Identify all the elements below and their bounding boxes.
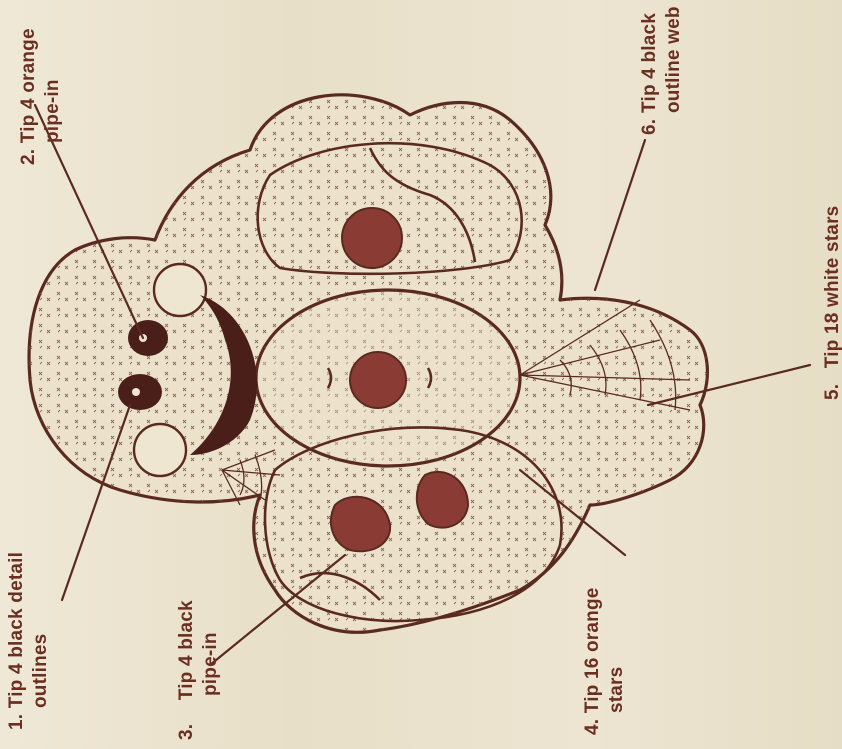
eye-white-bottom bbox=[134, 424, 186, 476]
svg-text:stars: stars bbox=[606, 667, 627, 713]
svg-text:outlines: outlines bbox=[30, 634, 51, 708]
label-3: 3. Tip 4 black pipe-in bbox=[176, 600, 221, 740]
eye-white-top bbox=[154, 264, 206, 316]
svg-text:Tip 4 black: Tip 4 black bbox=[639, 13, 660, 113]
middle-ball bbox=[256, 290, 520, 466]
nose-dot bbox=[350, 352, 406, 408]
svg-text:outline web: outline web bbox=[663, 6, 684, 113]
svg-text:5. Tip 18 white stars: 5. Tip 18 white stars bbox=[822, 206, 842, 400]
svg-text:3. Tip 4 black: 3. Tip 4 black bbox=[176, 600, 197, 740]
label-1: 1. Tip 4 black detail outlines bbox=[6, 552, 51, 730]
label-5: 5. Tip 18 white stars bbox=[822, 206, 842, 400]
svg-text:2. Tip 4 orange: 2. Tip 4 orange bbox=[18, 28, 39, 165]
svg-text:pipe-in: pipe-in bbox=[200, 632, 221, 696]
label-6: 6. Tip 4 black outline web bbox=[639, 6, 684, 135]
svg-text:4. Tip 16 orange: 4. Tip 16 orange bbox=[582, 587, 603, 735]
svg-text:1. Tip 4 black detail: 1. Tip 4 black detail bbox=[6, 552, 27, 730]
svg-text:pipe-in: pipe-in bbox=[42, 79, 63, 143]
dark-dot bbox=[342, 208, 402, 268]
pupil-top bbox=[128, 320, 168, 356]
svg-text:6.: 6. bbox=[639, 119, 660, 135]
callout-line-6 bbox=[595, 140, 645, 290]
label-4: 4. Tip 16 orange stars bbox=[582, 587, 627, 735]
label-2: 2. Tip 4 orange pipe-in bbox=[18, 28, 63, 165]
